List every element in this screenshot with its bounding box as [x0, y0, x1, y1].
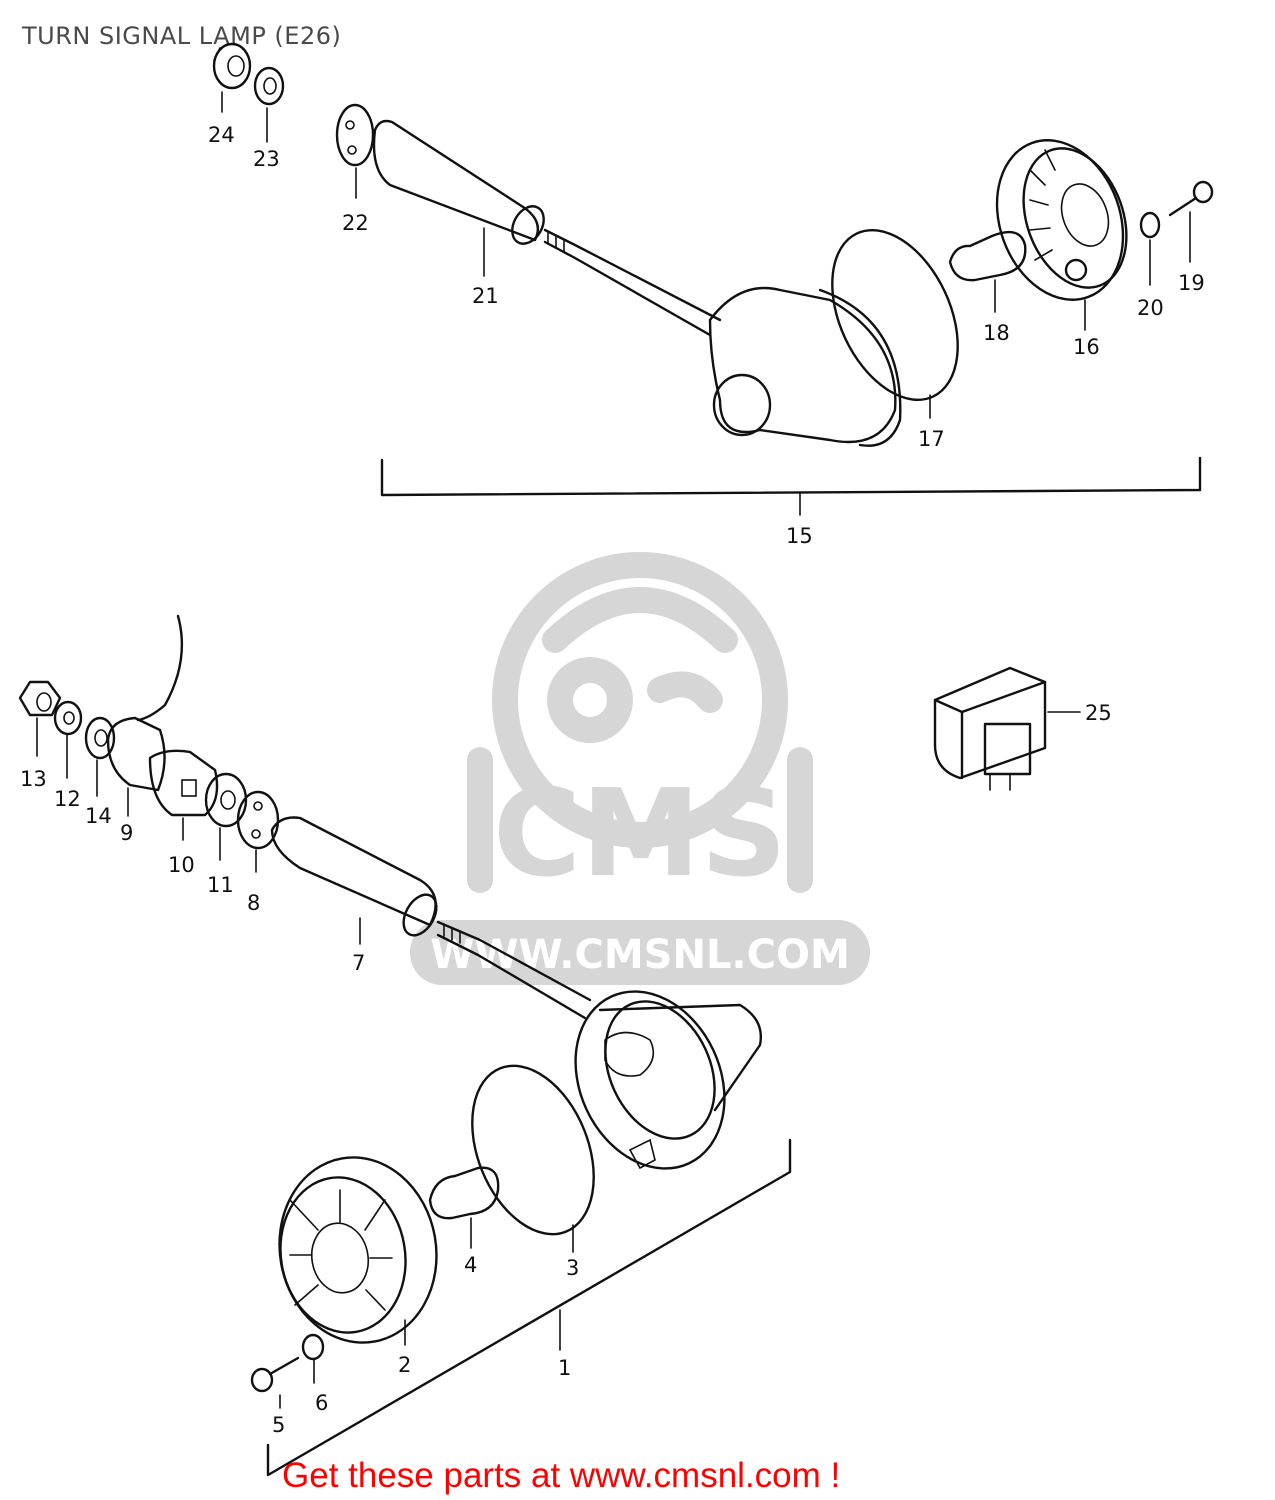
label-25[interactable]: 25 — [1085, 701, 1112, 725]
part-16-lens[interactable] — [976, 122, 1145, 317]
label-3[interactable]: 3 — [566, 1256, 579, 1280]
part-19-screw[interactable] — [1168, 180, 1214, 217]
label-1[interactable]: 1 — [558, 1356, 571, 1380]
page-title: TURN SIGNAL LAMP (E26) — [22, 22, 342, 50]
lower-lamp-housing — [574, 990, 762, 1170]
lead-wire — [136, 614, 184, 722]
part-5-screw[interactable] — [250, 1356, 300, 1393]
watermark-url: WWW.CMSNL.COM — [430, 932, 850, 978]
part-8-plate[interactable] — [236, 790, 280, 850]
cms-watermark: CMS WWW.CMSNL.COM — [410, 552, 870, 985]
label-20[interactable]: 20 — [1137, 296, 1164, 320]
part-21-rubber-sleeve[interactable] — [372, 119, 550, 249]
lower-turn-signal-assembly — [18, 614, 792, 1477]
label-24[interactable]: 24 — [208, 123, 235, 147]
label-2[interactable]: 2 — [398, 1353, 411, 1377]
part-24-nut[interactable] — [212, 42, 252, 90]
part-18-bulb[interactable] — [948, 230, 1027, 282]
label-15[interactable]: 15 — [786, 524, 813, 548]
part-13-nut[interactable] — [18, 680, 62, 717]
label-11[interactable]: 11 — [207, 873, 234, 897]
part-3-gasket[interactable] — [449, 1048, 617, 1252]
part-12-washer[interactable] — [53, 700, 83, 736]
part-14-washer[interactable] — [84, 716, 116, 760]
label-5[interactable]: 5 — [272, 1413, 285, 1437]
leader-lines — [36, 91, 1191, 1409]
part-6-washer[interactable] — [301, 1333, 325, 1361]
part-4-bulb[interactable] — [428, 1166, 500, 1220]
label-10[interactable]: 10 — [168, 853, 195, 877]
part-11-washer[interactable] — [204, 772, 248, 828]
part-2-lens[interactable] — [265, 1145, 451, 1355]
part-23-lock-washer[interactable] — [253, 66, 285, 106]
label-8[interactable]: 8 — [247, 891, 260, 915]
part-10-bracket[interactable] — [148, 749, 219, 817]
label-17[interactable]: 17 — [918, 427, 945, 451]
label-22[interactable]: 22 — [342, 211, 369, 235]
label-18[interactable]: 18 — [983, 321, 1010, 345]
label-12[interactable]: 12 — [54, 787, 81, 811]
label-16[interactable]: 16 — [1073, 335, 1100, 359]
upper-turn-signal-assembly — [212, 42, 1214, 516]
label-4[interactable]: 4 — [464, 1253, 477, 1277]
part-7-rubber-sleeve[interactable] — [270, 816, 443, 942]
part-22-plate[interactable] — [335, 103, 375, 167]
upper-lamp-housing — [708, 286, 902, 447]
part-20-washer[interactable] — [1139, 211, 1161, 239]
label-6[interactable]: 6 — [315, 1391, 328, 1415]
part-17-gasket[interactable] — [807, 210, 983, 420]
bracket-1 — [266, 1138, 792, 1477]
watermark-brand: CMS — [493, 765, 787, 904]
upper-stem-bolt — [543, 228, 722, 337]
footer-parts-link[interactable]: Get these parts at www.cmsnl.com ! — [282, 1456, 841, 1495]
label-14[interactable]: 14 — [85, 804, 112, 828]
lower-stem-bolt — [436, 920, 592, 1020]
label-23[interactable]: 23 — [253, 147, 280, 171]
label-19[interactable]: 19 — [1178, 271, 1205, 295]
watermark-url-bar — [410, 920, 870, 985]
label-7[interactable]: 7 — [352, 951, 365, 975]
label-21[interactable]: 21 — [472, 284, 499, 308]
part-25-flasher-relay[interactable] — [933, 666, 1047, 791]
label-9[interactable]: 9 — [120, 821, 133, 845]
label-13[interactable]: 13 — [20, 767, 47, 791]
bracket-15 — [380, 456, 1202, 497]
part-9-nut[interactable] — [106, 716, 166, 792]
part-labels: 1 2 3 4 5 6 7 8 9 10 11 12 13 14 15 16 1… — [20, 123, 1205, 1437]
